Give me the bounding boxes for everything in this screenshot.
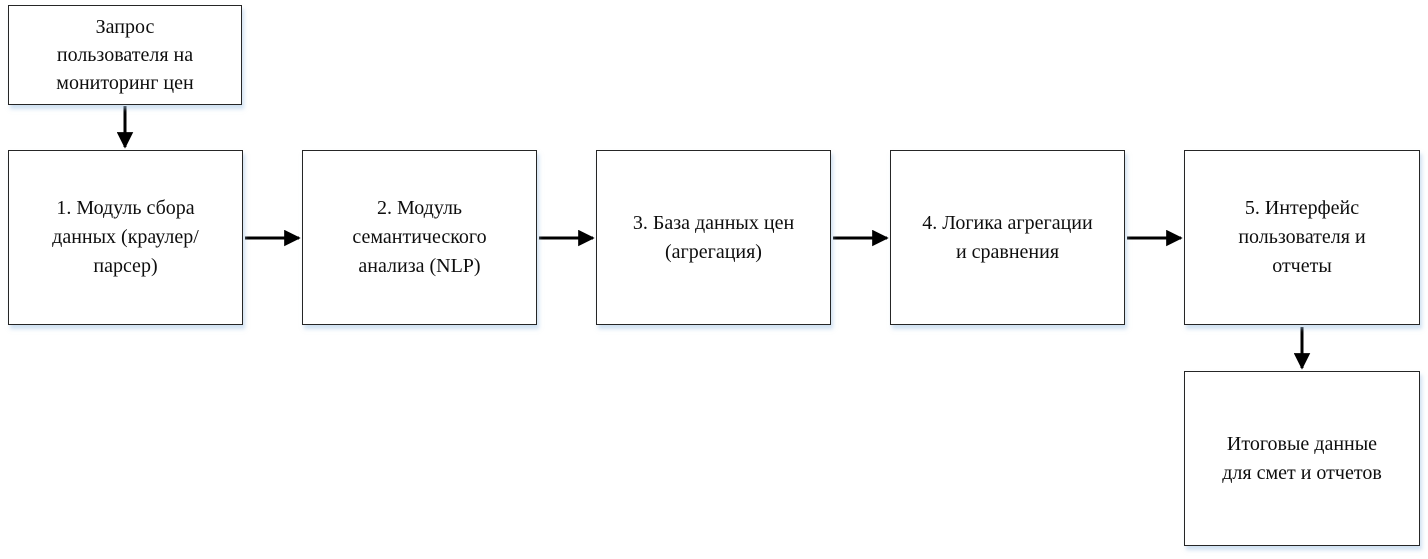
node-module-1-data-collection: 1. Модуль сбора данных (краулер/ парсер): [8, 150, 243, 325]
node-final-output-label: Итоговые данные для смет и отчетов: [1222, 432, 1382, 484]
node-module-3-price-database: 3. База данных цен (агрегация): [596, 150, 831, 325]
node-final-output: Итоговые данные для смет и отчетов: [1184, 371, 1420, 546]
node-user-request: Запрос пользователя на мониторинг цен: [8, 5, 242, 105]
node-module-1-label: 1. Модуль сбора данных (краулер/ парсер): [52, 197, 199, 277]
node-module-4-label: 4. Логика агрегации и сравнения: [922, 211, 1093, 263]
node-module-4-aggregation-logic: 4. Логика агрегации и сравнения: [890, 150, 1125, 325]
node-module-3-label: 3. База данных цен (агрегация): [632, 211, 795, 263]
node-module-2-label: 2. Модуль семантического анализа (NLP): [352, 197, 487, 277]
node-module-5-label: 5. Интерфейс пользователя и отчеты: [1238, 197, 1366, 277]
node-module-5-ui-reports: 5. Интерфейс пользователя и отчеты: [1184, 150, 1420, 325]
node-module-2-semantic-nlp: 2. Модуль семантического анализа (NLP): [302, 150, 537, 325]
node-user-request-label: Запрос пользователя на мониторинг цен: [56, 16, 194, 94]
